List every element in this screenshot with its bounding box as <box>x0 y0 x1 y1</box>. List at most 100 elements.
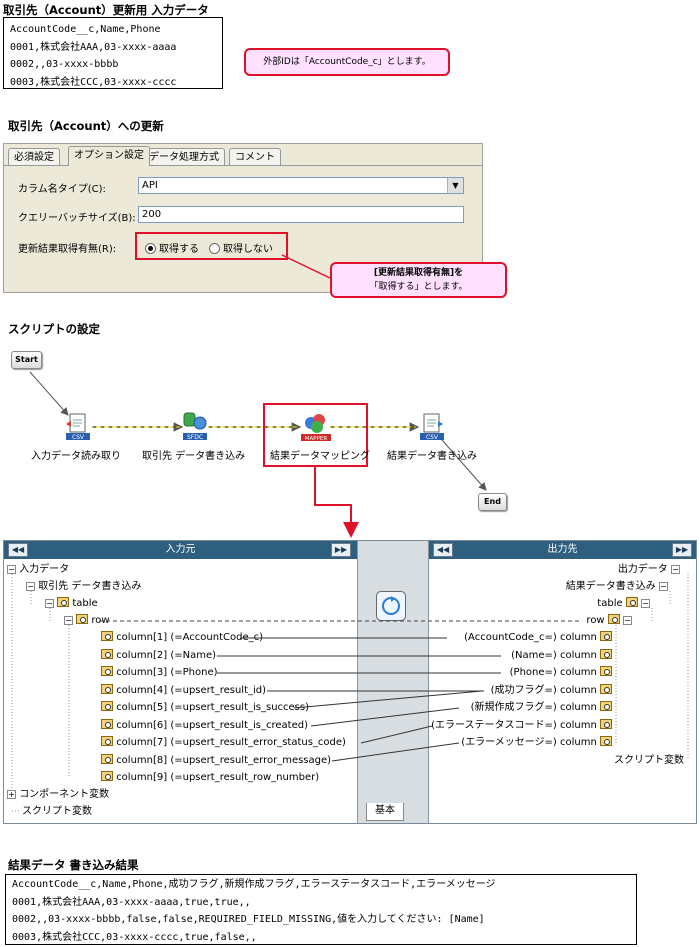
sfdc-writer-icon[interactable]: SFDC <box>180 410 210 442</box>
tree-label: 出力データ <box>617 564 668 575</box>
end-node[interactable]: End <box>478 493 507 511</box>
collapse-icon[interactable]: − <box>659 582 668 591</box>
collapse-icon[interactable]: − <box>641 599 650 608</box>
tree-label: 入力データ <box>19 564 70 575</box>
expand-left-icon[interactable]: ▶▶ <box>331 543 351 557</box>
mapping-function-icon[interactable] <box>376 591 406 621</box>
tree-node-output-root[interactable]: 出力データ − <box>618 561 680 578</box>
tree-node-script-vars[interactable]: スクリプト変数 <box>22 803 92 820</box>
tree-node-input-root[interactable]: − 入力データ <box>7 561 69 578</box>
tree-node-target-component[interactable]: 結果データ書き込み − <box>566 578 668 595</box>
column-type-select[interactable]: API ▼ <box>138 177 464 194</box>
source-column[interactable]: column[5] (=upsert_result_is_success) <box>101 699 309 716</box>
csv-reader-icon[interactable]: CSV <box>63 412 93 442</box>
tree-label: table <box>597 598 623 609</box>
mapping-panel: 入力元 ◀◀ ▶▶ 基本 出力先 ◀◀ ▶▶ − 入力データ − 取引先 データ… <box>3 540 697 824</box>
target-column[interactable]: (エラーステータスコード=) column <box>431 717 612 734</box>
tree-node-component[interactable]: − 取引先 データ書き込み <box>26 578 141 595</box>
column-icon <box>101 736 113 746</box>
collapse-icon[interactable]: − <box>45 599 54 608</box>
target-pane-title: 出力先 <box>547 544 578 555</box>
source-column[interactable]: column[6] (=upsert_result_is_created) <box>101 717 308 734</box>
input-line: 0003,株式会社CCC,03-xxxx-cccc <box>10 76 177 88</box>
tab-option-settings[interactable]: オプション設定 <box>68 146 150 166</box>
source-pane-title: 入力元 <box>165 544 196 555</box>
collapse-right-icon[interactable]: ◀◀ <box>433 543 453 557</box>
column-icon <box>600 701 612 711</box>
tree-label: スクリプト変数 <box>22 806 92 817</box>
collapse-icon[interactable]: − <box>623 616 632 625</box>
tree-node-target-table[interactable]: table − <box>597 595 650 612</box>
source-column[interactable]: column[4] (=upsert_result_id) <box>101 682 266 699</box>
column-label: (成功フラグ=) column <box>490 685 597 696</box>
map-line <box>310 707 460 727</box>
chevron-down-icon[interactable]: ▼ <box>447 178 463 193</box>
source-column[interactable]: column[9] (=upsert_result_row_number) <box>101 769 319 786</box>
csv-writer-icon[interactable]: CSV <box>417 412 447 442</box>
column-icon <box>600 666 612 676</box>
radio-unselected-icon[interactable] <box>209 243 220 254</box>
tree-label: row <box>586 615 605 626</box>
source-column[interactable]: column[8] (=upsert_result_error_message) <box>101 752 331 769</box>
flow-canvas <box>29 371 487 538</box>
batch-size-input[interactable]: 200 <box>138 206 464 223</box>
source-column[interactable]: column[1] (=AccountCode_c) <box>101 629 263 646</box>
radio-fetch-yes[interactable]: 取得する <box>145 240 199 255</box>
source-pane-header: 入力元 <box>4 541 357 559</box>
result-line: 0003,株式会社CCC,03-xxxx-cccc,true,false,, <box>12 931 257 943</box>
column-label: (Name=) column <box>511 650 597 661</box>
target-column[interactable]: (AccountCode_c=) column <box>464 629 612 646</box>
collapse-icon[interactable]: − <box>26 582 35 591</box>
node-label-csv-writer: 結果データ書き込み <box>387 451 477 462</box>
radio-selected-icon[interactable] <box>145 243 156 254</box>
node-label-sfdc-writer: 取引先 データ書き込み <box>142 451 246 462</box>
input-line: 0002,,03-xxxx-bbbb <box>10 59 119 70</box>
start-node[interactable]: Start <box>11 351 42 369</box>
target-column[interactable]: (新規作成フラグ=) column <box>471 699 612 716</box>
column-label: column[2] (=Name) <box>116 650 217 661</box>
result-data-box: AccountCode__c,Name,Phone,成功フラグ,新規作成フラグ,… <box>5 874 637 945</box>
tree-label: 取引先 データ書き込み <box>38 581 142 592</box>
collapse-icon[interactable]: − <box>7 565 16 574</box>
column-icon <box>600 631 612 641</box>
target-column[interactable]: (エラーメッセージ=) column <box>461 734 612 751</box>
callout-pointer <box>281 254 333 280</box>
tab-basic[interactable]: 基本 <box>366 803 404 821</box>
column-icon <box>600 684 612 694</box>
source-column[interactable]: column[7] (=upsert_result_error_status_c… <box>101 734 346 751</box>
collapse-left-icon[interactable]: ◀◀ <box>8 543 28 557</box>
node-badge: SFDC <box>187 434 203 441</box>
target-column[interactable]: (成功フラグ=) column <box>491 682 612 699</box>
input-line: AccountCode__c,Name,Phone <box>10 24 161 35</box>
tab-required-settings[interactable]: 必須設定 <box>8 148 60 166</box>
source-column[interactable]: column[2] (=Name) <box>101 647 216 664</box>
collapse-icon[interactable]: − <box>64 616 73 625</box>
external-id-callout-text: 外部IDは「AccountCode_c」とします。 <box>263 57 431 67</box>
result-line: AccountCode__c,Name,Phone,成功フラグ,新規作成フラグ,… <box>12 879 496 890</box>
tree-node-table[interactable]: − table <box>45 595 98 612</box>
column-icon <box>101 701 113 711</box>
column-label: column[8] (=upsert_result_error_message) <box>116 755 332 766</box>
map-line <box>293 690 483 709</box>
radio-fetch-no[interactable]: 取得しない <box>209 240 273 255</box>
mapper-icon[interactable]: MAPPER <box>299 410 333 442</box>
mapping-lines <box>11 574 689 812</box>
expand-right-icon[interactable]: ▶▶ <box>672 543 692 557</box>
column-label: column[7] (=upsert_result_error_status_c… <box>116 737 346 748</box>
result-fetch-callout-line2: 「取得する」とします。 <box>369 282 468 292</box>
source-column[interactable]: column[3] (=Phone) <box>101 664 218 681</box>
table-icon <box>625 597 638 607</box>
tree-node-target-script-vars[interactable]: スクリプト変数 <box>614 752 684 769</box>
column-label: column[6] (=upsert_result_is_created) <box>116 720 308 731</box>
result-line: 0002,,03-xxxx-bbbb,false,false,REQUIRED_… <box>12 914 485 925</box>
node-badge: CSV <box>426 434 439 441</box>
tree-node-target-row[interactable]: row − <box>586 612 632 629</box>
tree-label: table <box>72 598 98 609</box>
column-icon <box>101 631 113 641</box>
column-icon <box>101 649 113 659</box>
tab-comment[interactable]: コメント <box>229 148 281 166</box>
target-column[interactable]: (Phone=) column <box>510 664 612 681</box>
target-column[interactable]: (Name=) column <box>511 647 612 664</box>
collapse-icon[interactable]: − <box>671 565 680 574</box>
